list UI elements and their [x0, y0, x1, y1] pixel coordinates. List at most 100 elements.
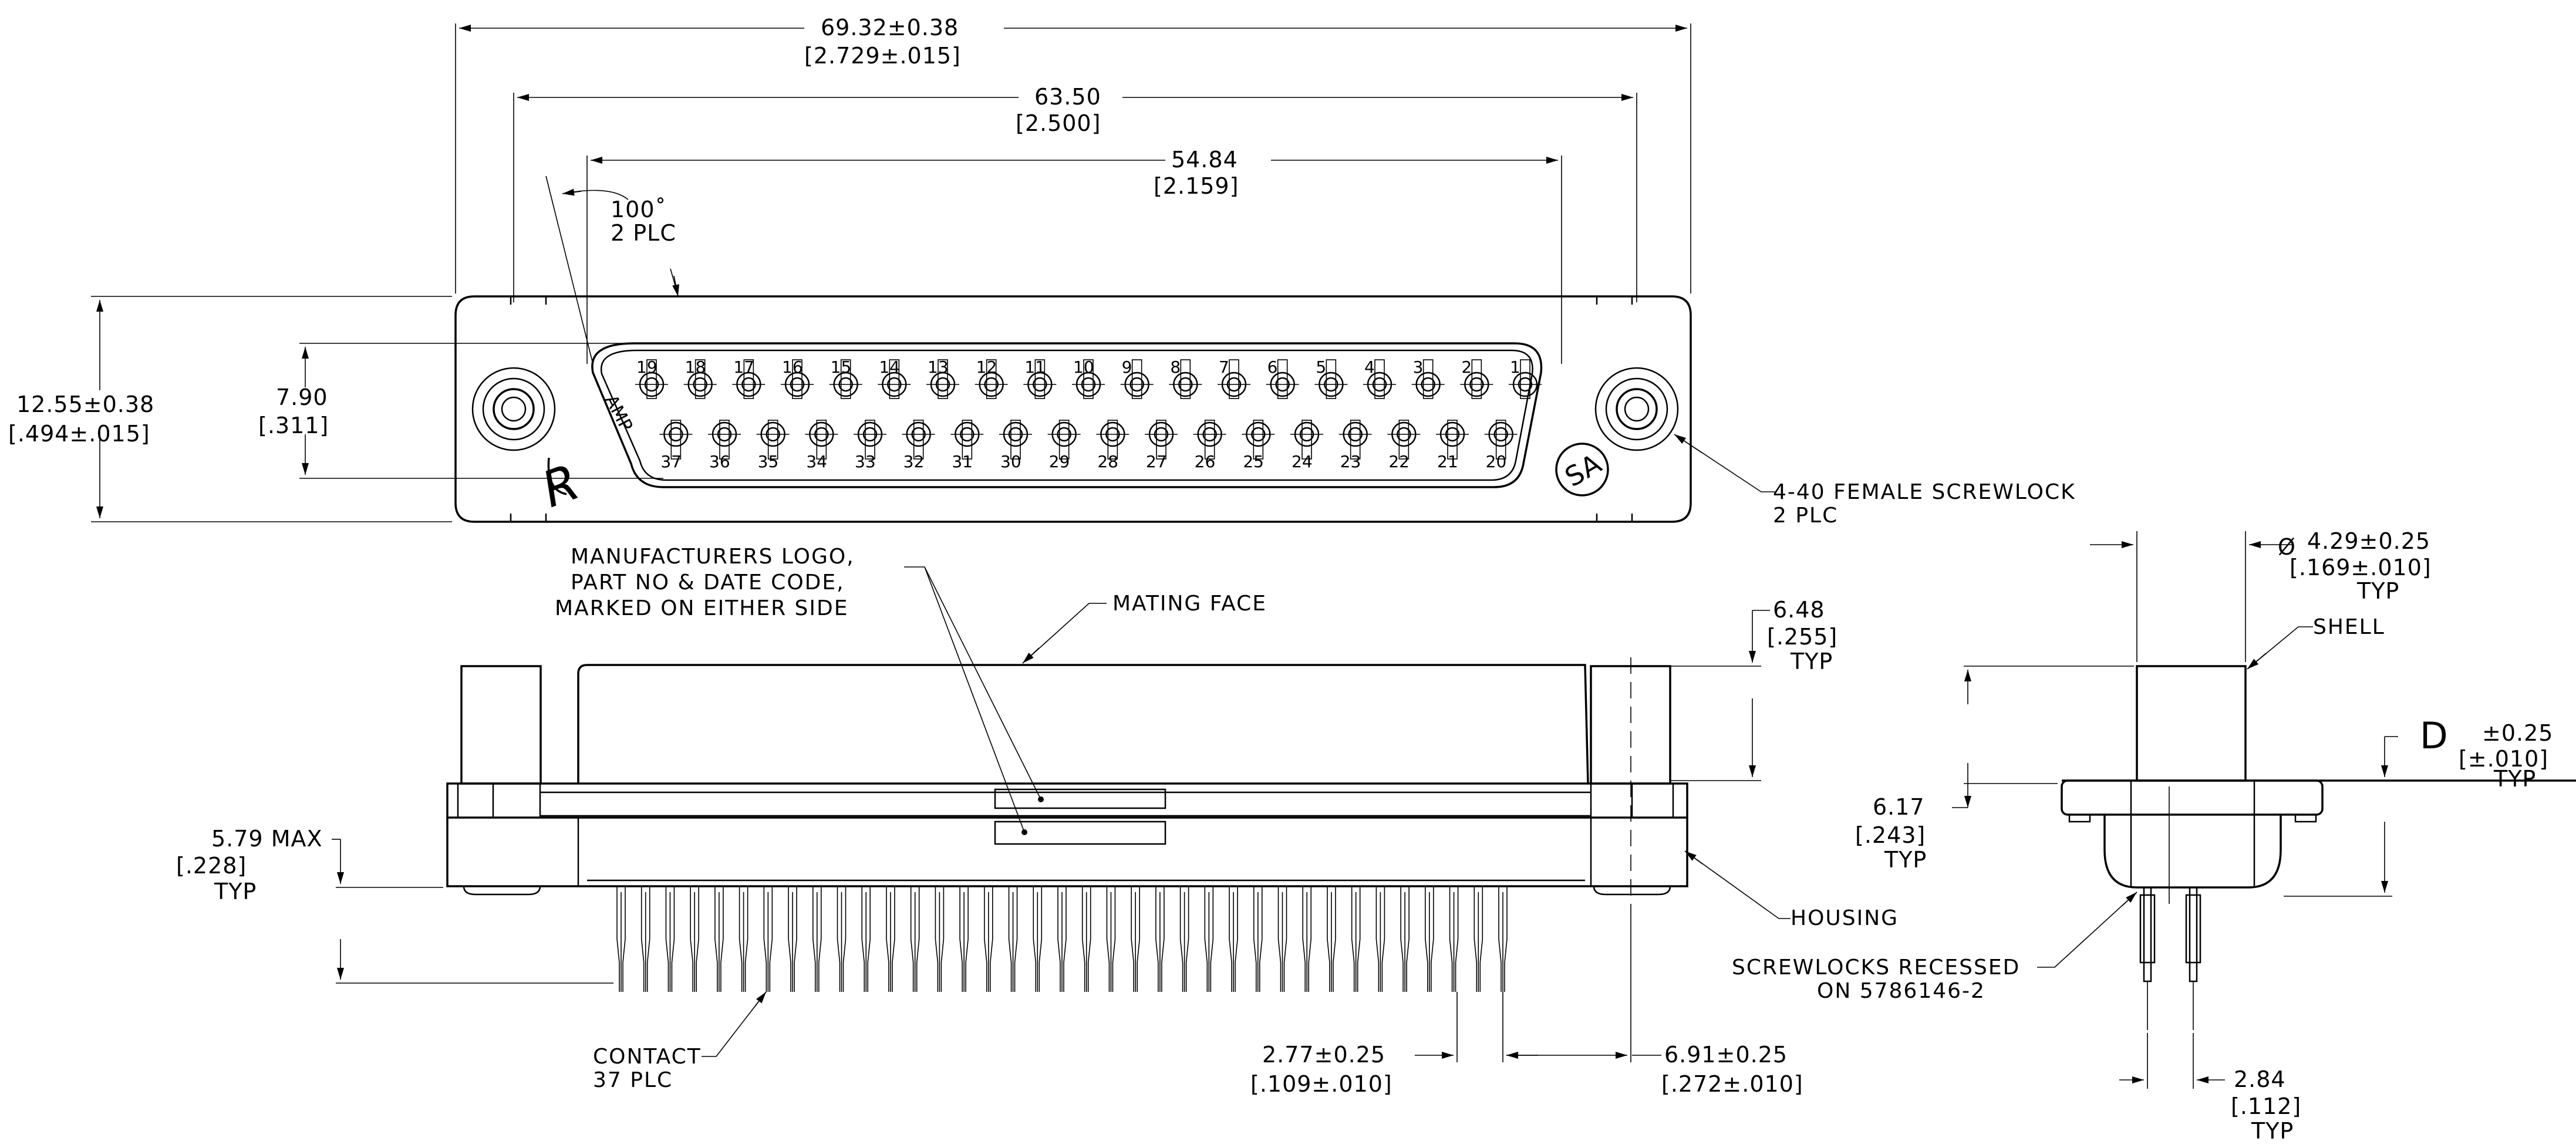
- contact-pin: 30: [999, 420, 1032, 471]
- pin-number: 8: [1170, 357, 1181, 377]
- contact-pin: 24: [1290, 420, 1323, 471]
- contact-pin: 11: [1023, 357, 1057, 399]
- dim-row-spacing: 2.84: [2234, 1066, 2286, 1092]
- contact-pin: 36: [708, 420, 741, 471]
- screwlock-left: [471, 367, 556, 451]
- contact-callout-2: 37 PLC: [593, 1068, 673, 1092]
- contact-pin: 8: [1169, 357, 1202, 399]
- dim-screwlock-height: 6.48: [1773, 597, 1825, 623]
- contact-pin: 3: [1411, 357, 1445, 399]
- dim-shell-height-in: [.311]: [258, 413, 329, 438]
- contact-tail: [739, 886, 748, 992]
- recessed-callout-1: SCREWLOCKS RECESSED: [1732, 955, 2020, 980]
- contact-pin: 19: [635, 357, 668, 399]
- contact-pin: 32: [902, 420, 935, 471]
- top-dimensions: 69.32±0.38 [2.729±.015] 63.50 [2.500] 54…: [8, 15, 2076, 528]
- pin-number: 34: [806, 452, 827, 471]
- dim-overall-width-in: [2.729±.015]: [804, 43, 961, 69]
- logo-callout-2: PART NO & DATE CODE,: [571, 570, 845, 595]
- csa-mark: SA: [1555, 443, 1609, 497]
- contact-pin: 10: [1072, 357, 1105, 399]
- flange-outline: [454, 295, 1692, 523]
- screwlock-callout-2: 2 PLC: [1773, 504, 1838, 528]
- contact-tail: [714, 886, 724, 992]
- contact-pin: 9: [1120, 357, 1154, 399]
- pin-number: 14: [879, 357, 900, 377]
- contact-tail: [1204, 886, 1214, 992]
- pin-number: 15: [831, 357, 852, 377]
- dim-hole-dia-typ: TYP: [2356, 578, 2399, 604]
- pin-number: 25: [1243, 452, 1264, 471]
- contact-pin: 37: [659, 420, 693, 471]
- pin-number: 30: [1000, 452, 1021, 471]
- contact-tail: [1277, 886, 1287, 992]
- recessed-callout-2: ON 5786146-2: [1817, 979, 1985, 1003]
- dim-row-spacing-in: [.112]: [2231, 1093, 2301, 1119]
- dim-screwlock-height-typ: TYP: [1790, 649, 1833, 674]
- pin-number: 9: [1122, 357, 1132, 377]
- dim-end-offset-in: [.272±.010]: [1661, 1071, 1803, 1097]
- contact-tail: [1351, 886, 1361, 992]
- contact-pin: 4: [1363, 357, 1396, 399]
- pin-number: 29: [1049, 452, 1070, 471]
- dim-overall-height-in: [.494±.015]: [8, 421, 150, 447]
- dim-d-tol-in: [±.010]: [2459, 746, 2548, 772]
- contact-tail: [763, 886, 773, 992]
- side-dimensions: MANUFACTURERS LOGO, PART NO & DATE CODE,…: [176, 545, 1899, 1097]
- contact-callout-1: CONTACT: [593, 1045, 702, 1069]
- pin-number: 16: [782, 357, 803, 377]
- side-view: [446, 657, 1688, 992]
- contact-pin: 5: [1314, 357, 1348, 399]
- dim-hole-dia-in: [.169±.010]: [2290, 555, 2432, 580]
- dim-flange-height: 6.17: [1873, 794, 1925, 820]
- contact-tail: [984, 886, 993, 992]
- contact-pin: 29: [1047, 420, 1081, 471]
- mating-face-callout: MATING FACE: [1112, 592, 1267, 616]
- pin-number: 37: [660, 452, 682, 471]
- contact-tail: [1033, 886, 1043, 992]
- pin-number: 6: [1267, 357, 1278, 377]
- d-shell-outer: [591, 342, 1543, 488]
- pin-number: 28: [1097, 452, 1118, 471]
- contact-tail: [837, 886, 847, 992]
- pin-number: 4: [1364, 357, 1375, 377]
- contact-tail: [1155, 886, 1165, 992]
- screwlock-callout-1: 4-40 FEMALE SCREWLOCK: [1773, 480, 2076, 504]
- housing-callout: HOUSING: [1791, 906, 1899, 930]
- contact-pin: 15: [829, 357, 862, 399]
- shell-callout: SHELL: [2313, 615, 2385, 639]
- contact-pin: 13: [926, 357, 959, 399]
- dim-shell-height: 7.90: [276, 384, 328, 410]
- end-view-pins: [2139, 886, 2201, 1030]
- dim-d-tol: ±0.25: [2482, 720, 2553, 746]
- svg-text:R: R: [535, 453, 586, 519]
- pin-number: 21: [1437, 452, 1458, 471]
- screwlock-right: [1594, 367, 1679, 451]
- dim-screwlock-height-in: [.255]: [1767, 624, 1837, 650]
- contact-tail: [1131, 886, 1140, 992]
- dim-shell-width: 54.84: [1171, 147, 1238, 173]
- logo-callout-3: MARKED ON EITHER SIDE: [555, 596, 849, 620]
- contact-pin: 35: [756, 420, 790, 471]
- contact-pin: 31: [950, 420, 984, 471]
- pin-number: 20: [1486, 452, 1507, 471]
- contact-pin: 1: [1509, 357, 1542, 399]
- contact-pin: 14: [878, 357, 911, 399]
- pin-number: 18: [685, 357, 706, 377]
- end-view: [2061, 665, 2576, 1030]
- end-dimensions: Ø 4.29±0.25 [.169±.010] TYP SHELL 6.17 […: [1732, 528, 2553, 1144]
- d-shell-inner: [600, 349, 1533, 481]
- pin-number: 3: [1413, 357, 1424, 377]
- pin-number: 2: [1461, 357, 1472, 377]
- pin-number: 17: [733, 357, 754, 377]
- contact-tail: [935, 886, 945, 992]
- contact-tail: [1106, 886, 1116, 992]
- dim-d-label: D: [2420, 714, 2448, 757]
- contact-tail: [812, 886, 822, 992]
- contact-tail: [1449, 886, 1459, 992]
- pin-number: 36: [709, 452, 730, 471]
- contact-pin: 18: [683, 357, 717, 399]
- contact-tail: [640, 886, 650, 992]
- flange-notches: [510, 296, 1633, 522]
